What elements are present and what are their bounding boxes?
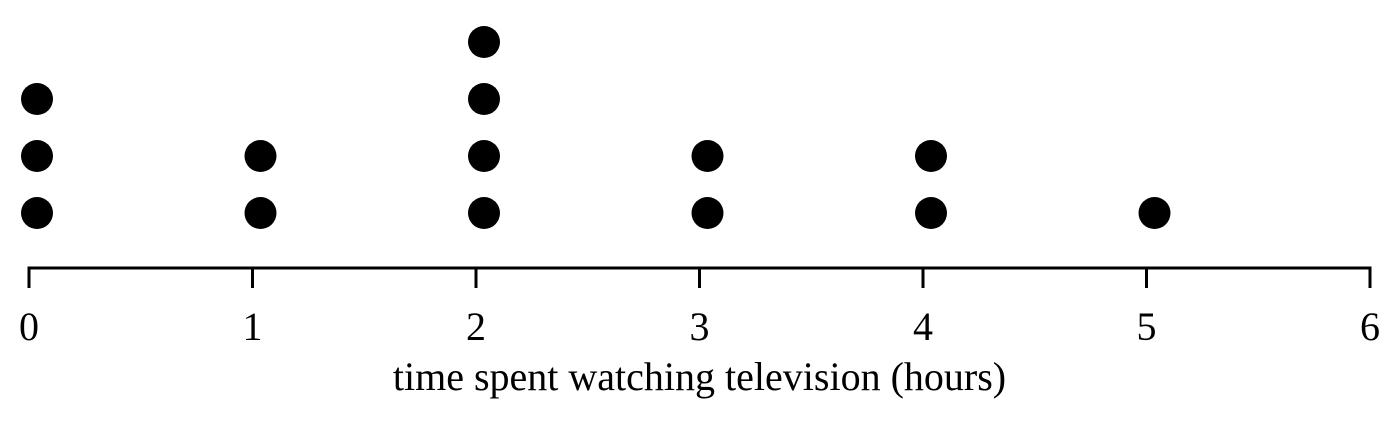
dot-0-3 <box>21 83 53 115</box>
x-tick-label-4: 4 <box>913 304 933 349</box>
dot-2-2 <box>468 140 500 172</box>
dot-5-1 <box>1138 197 1171 229</box>
dot-4-2 <box>915 140 947 172</box>
dot-0-2 <box>21 140 53 172</box>
x-axis-label: time spent watching television (hours) <box>393 354 1006 399</box>
x-tick-label-3: 3 <box>690 304 710 349</box>
x-axis-ticks <box>27 268 1372 288</box>
dot-2-1 <box>468 197 500 229</box>
dot-1-1 <box>244 197 277 229</box>
x-tick-label-5: 5 <box>1137 304 1157 349</box>
dot-1-2 <box>244 140 277 172</box>
x-axis-tick-labels: 0 1 2 3 4 5 6 <box>19 304 1380 349</box>
x-tick-label-1: 1 <box>243 304 263 349</box>
dot-0-1 <box>21 197 53 229</box>
dots-layer <box>21 26 1171 229</box>
dot-3-2 <box>691 140 724 172</box>
dot-3-1 <box>691 197 724 229</box>
dot-4-1 <box>915 197 947 229</box>
x-tick-label-2: 2 <box>466 304 486 349</box>
x-tick-label-6: 6 <box>1360 304 1380 349</box>
x-tick-label-0: 0 <box>19 304 39 349</box>
dot-2-4 <box>468 26 500 58</box>
dot-2-3 <box>468 83 500 115</box>
